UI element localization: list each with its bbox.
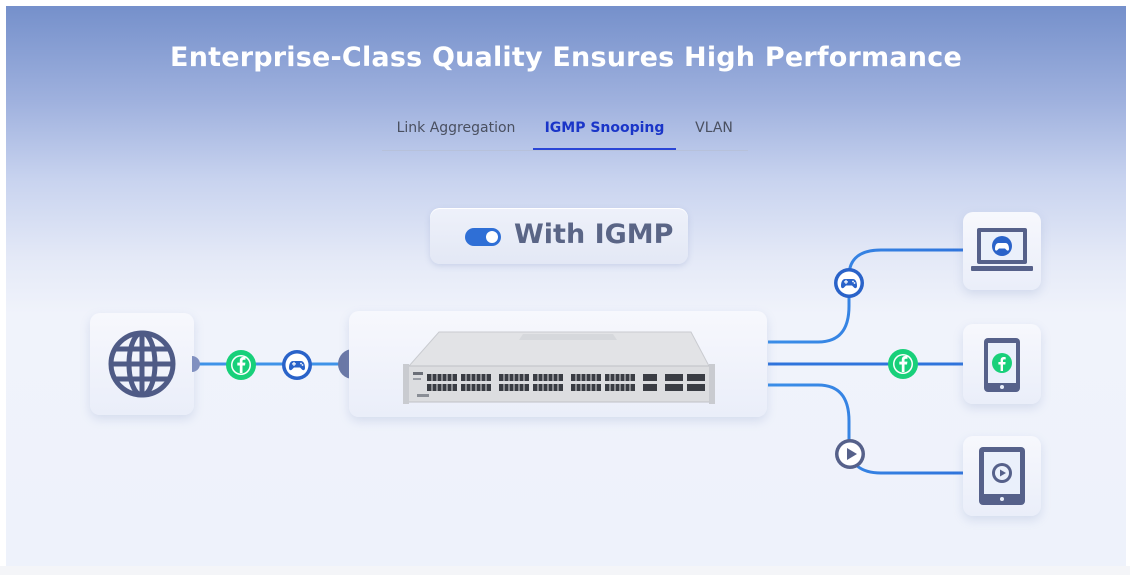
globe-icon [108, 330, 176, 398]
page-bottom-strip [0, 566, 1130, 575]
smartphone-icon [984, 338, 1020, 392]
tab-link-aggregation[interactable]: Link Aggregation [396, 120, 516, 136]
hero-panel: Enterprise-Class Quality Ensures High Pe… [6, 6, 1126, 566]
branch-line-laptop [768, 248, 966, 344]
tab-vlan[interactable]: VLAN [695, 120, 733, 136]
switch-card [349, 311, 767, 417]
device-card-laptop [963, 212, 1041, 290]
facebook-icon [226, 350, 256, 380]
internet-source-card [90, 313, 194, 415]
igmp-toggle[interactable] [465, 228, 501, 246]
feature-tabs: Link Aggregation IGMP Snooping VLAN [382, 114, 748, 151]
gamepad-icon [282, 350, 312, 380]
branch-line-tablet [768, 383, 966, 475]
gamepad-icon [834, 268, 864, 298]
device-card-tablet [963, 436, 1041, 516]
play-icon [835, 439, 865, 469]
tablet-icon [979, 447, 1025, 505]
tab-igmp-snooping[interactable]: IGMP Snooping [533, 114, 676, 150]
laptop-icon [971, 228, 1033, 271]
igmp-toggle-badge: With IGMP [430, 208, 688, 264]
network-switch-image [403, 331, 715, 404]
page-title: Enterprise-Class Quality Ensures High Pe… [170, 42, 962, 73]
device-card-phone [963, 324, 1041, 404]
network-lines [190, 248, 966, 475]
globe-port [192, 356, 200, 372]
facebook-icon [888, 349, 918, 379]
igmp-toggle-label: With IGMP [514, 219, 674, 250]
